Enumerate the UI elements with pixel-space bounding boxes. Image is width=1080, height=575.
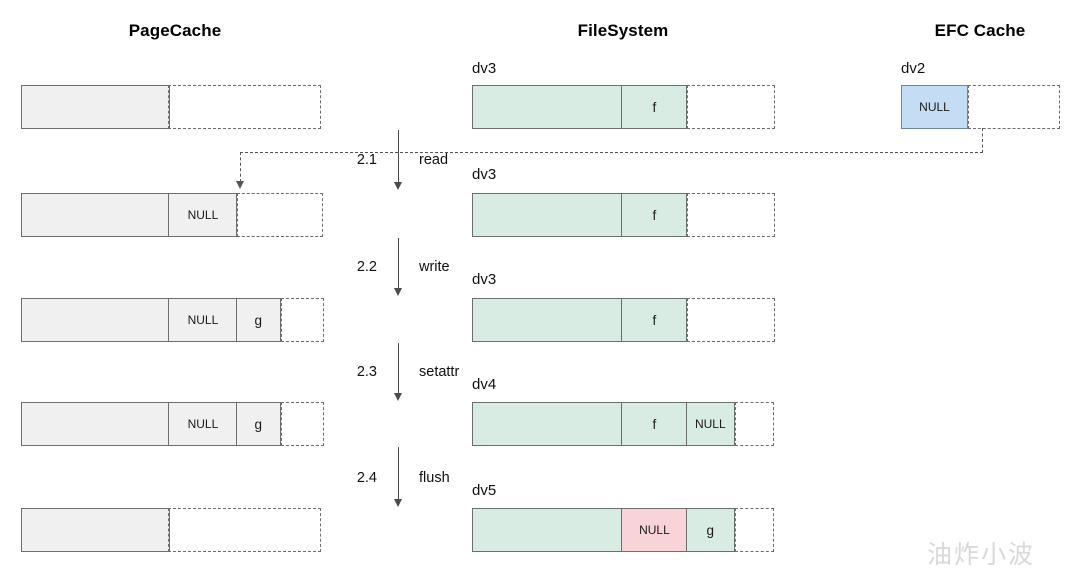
step-arrow-head-3	[393, 393, 402, 401]
efc-connector-horizontal	[240, 152, 983, 153]
step-operation-1: read	[419, 152, 449, 168]
null-segment: NULL	[901, 85, 968, 129]
version-label-dv5: dv5	[472, 482, 497, 499]
file-tail-segment: f	[621, 85, 688, 129]
free-space-segment	[168, 508, 322, 552]
filesystem-row-4: NULL g	[472, 508, 774, 552]
step-number-3: 2.3	[356, 364, 377, 380]
version-label-dv3-row0: dv3	[472, 60, 497, 77]
pagecache-row-2: NULL g	[21, 298, 324, 342]
column-header-filesystem: FileSystem	[577, 21, 669, 40]
memory-segment	[21, 193, 170, 237]
filesystem-row-3: f NULL	[472, 402, 774, 446]
pagecache-row-3: NULL g	[21, 402, 324, 446]
efc-connector-vertical	[982, 128, 983, 153]
memory-segment	[21, 298, 170, 342]
free-space-segment	[687, 85, 776, 129]
memory-segment	[21, 508, 170, 552]
version-label-dv4: dv4	[472, 376, 497, 393]
efc-row-0: NULL	[901, 85, 1060, 129]
free-space-segment	[734, 508, 774, 552]
file-data-segment	[472, 193, 623, 237]
file-data-segment	[472, 508, 623, 552]
data-segment: g	[685, 508, 735, 552]
column-header-pagecache: PageCache	[128, 21, 222, 40]
step-number-1: 2.1	[356, 152, 377, 168]
free-space-segment	[968, 85, 1060, 129]
file-data-segment	[472, 298, 623, 342]
data-segment: g	[235, 402, 281, 446]
data-segment: g	[235, 298, 281, 342]
step-arrow-line-4	[398, 447, 399, 501]
memory-segment	[21, 402, 170, 446]
version-label-dv2: dv2	[901, 60, 926, 77]
step-arrow-line-1	[398, 130, 399, 184]
free-space-segment	[687, 193, 776, 237]
filesystem-row-1: f	[472, 193, 776, 237]
step-arrow-line-3	[398, 343, 399, 395]
null-segment: NULL	[168, 298, 238, 342]
pagecache-row-0	[21, 85, 322, 129]
step-arrow-head-2	[393, 288, 402, 296]
version-label-dv3-row2: dv3	[472, 271, 497, 288]
null-segment: NULL	[168, 402, 238, 446]
version-label-dv3-row1: dv3	[472, 166, 497, 183]
step-operation-2: write	[419, 259, 450, 275]
efc-connector-drop	[240, 152, 241, 182]
pagecache-row-4	[21, 508, 322, 552]
file-data-segment	[472, 402, 623, 446]
file-tail-segment: f	[621, 193, 688, 237]
file-data-segment	[472, 85, 623, 129]
file-tail-segment: f	[621, 298, 688, 342]
null-segment: NULL	[168, 193, 238, 237]
step-arrow-head-1	[393, 182, 402, 190]
filesystem-row-2: f	[472, 298, 776, 342]
free-space-segment	[237, 193, 324, 237]
pagecache-row-1: NULL	[21, 193, 324, 237]
step-operation-4: flush	[419, 470, 450, 486]
invalid-null-segment: NULL	[621, 508, 688, 552]
column-header-efc-cache: EFC Cache	[934, 21, 1026, 40]
free-space-segment	[687, 298, 776, 342]
memory-segment	[21, 85, 170, 129]
free-space-segment	[168, 85, 322, 129]
free-space-segment	[280, 402, 324, 446]
efc-connector-arrowhead	[235, 181, 244, 189]
step-arrow-head-4	[393, 499, 402, 507]
free-space-segment	[734, 402, 774, 446]
step-arrow-line-2	[398, 238, 399, 290]
watermark: 油炸小波	[927, 540, 1036, 569]
null-segment: NULL	[685, 402, 735, 446]
step-number-2: 2.2	[356, 259, 377, 275]
free-space-segment	[280, 298, 324, 342]
file-tail-segment: f	[621, 402, 688, 446]
step-operation-3: setattr	[419, 364, 460, 380]
step-number-4: 2.4	[356, 470, 377, 486]
filesystem-row-0: f	[472, 85, 776, 129]
